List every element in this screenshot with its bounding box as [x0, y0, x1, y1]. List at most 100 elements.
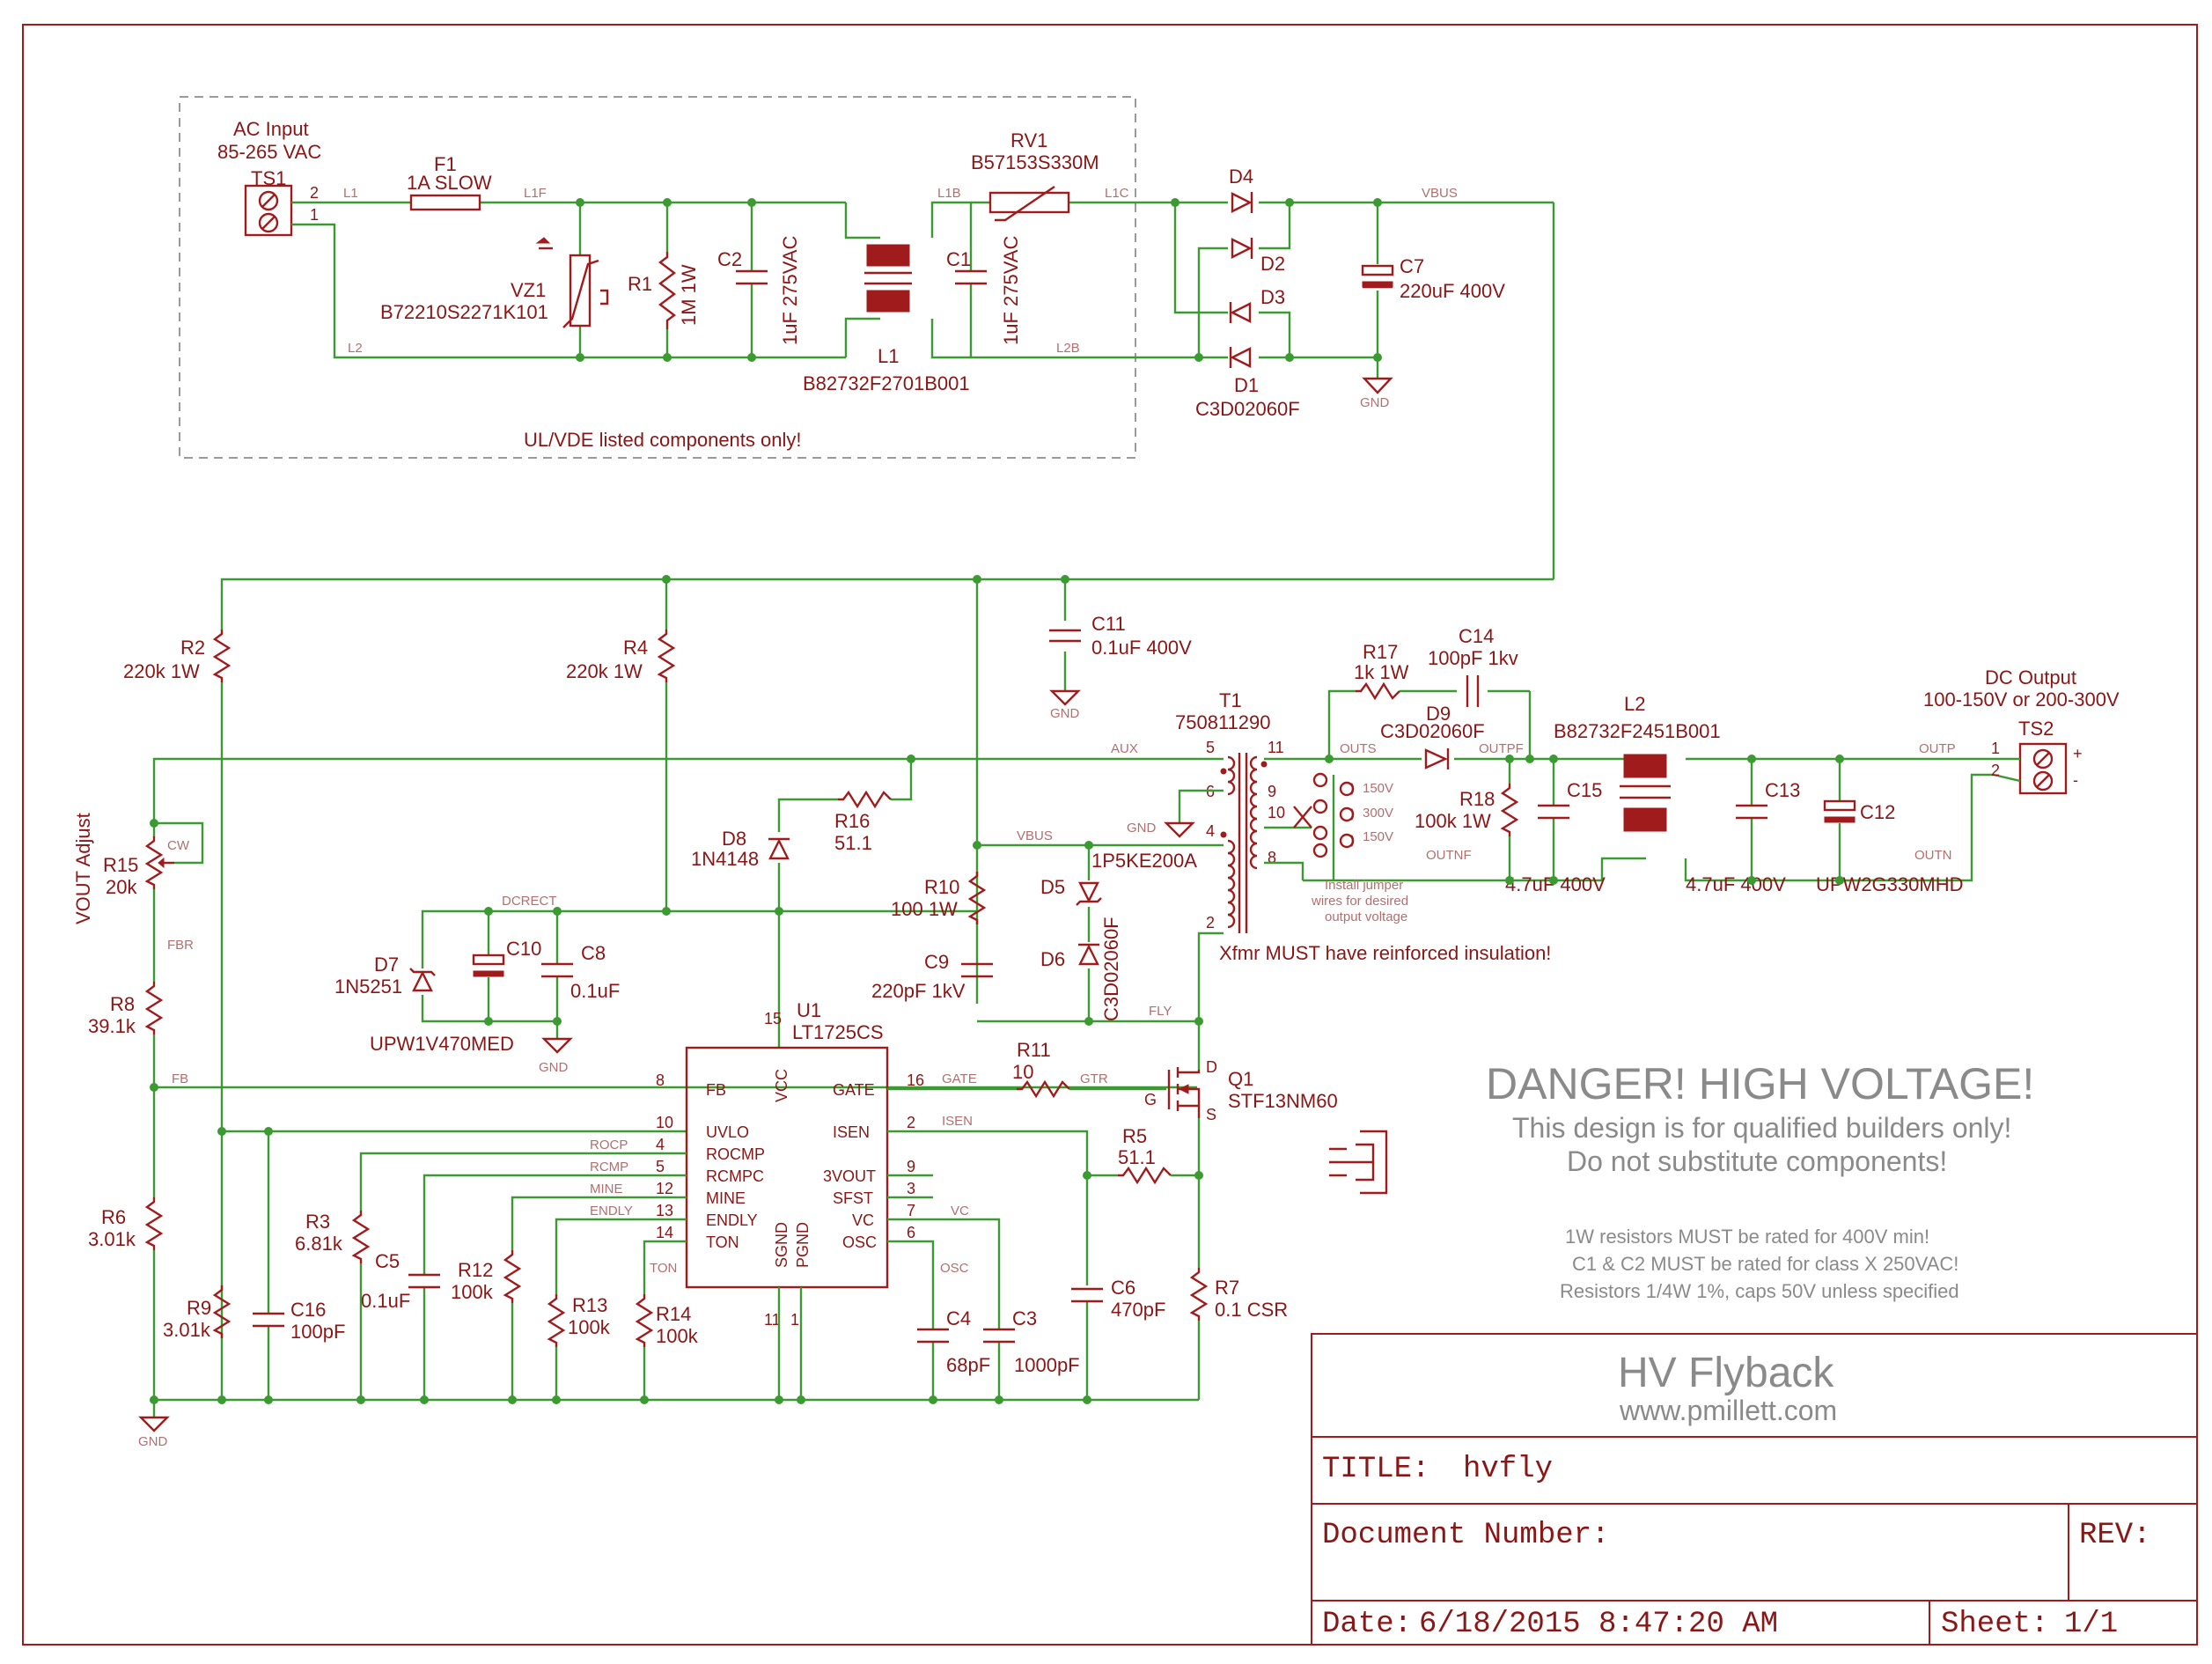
l2-choke: [1620, 754, 1671, 832]
u1-label-ton: TON: [706, 1233, 739, 1251]
r12-ref: R12: [458, 1259, 493, 1281]
date-value: 6/18/2015 8:47:20 AM: [1419, 1608, 1778, 1641]
ts2-pin1: 1: [1991, 740, 2000, 757]
junction-dot: [747, 353, 756, 362]
c13-value: 4.7uF 400V: [1686, 873, 1786, 895]
net-outs: OUTS: [1340, 741, 1377, 756]
heatsink-icon: [1329, 1130, 1388, 1195]
junction-dot: [662, 907, 671, 916]
r11-value: 10: [1012, 1061, 1033, 1083]
junction-dot: [1835, 755, 1844, 763]
net-mine: MINE: [590, 1182, 623, 1196]
junction-dot: [576, 353, 584, 362]
r11-resistor: [1017, 1079, 1070, 1099]
c16-capacitor: [253, 1312, 284, 1328]
d7-ref: D7: [374, 953, 399, 976]
junction-dot: [1083, 1395, 1091, 1404]
c6-value: 470pF: [1111, 1299, 1165, 1321]
c9-ref: C9: [924, 951, 949, 973]
junction-dot: [1549, 876, 1558, 885]
net-outnf: OUTNF: [1426, 848, 1472, 863]
r4-resistor: [657, 630, 676, 682]
xfmr-note: Xfmr MUST have reinforced insulation!: [1219, 942, 1551, 964]
junction-dot: [1373, 353, 1382, 362]
r16-ref: R16: [834, 810, 870, 832]
t1-pin2: 2: [1206, 914, 1215, 931]
net-fly: FLY: [1149, 1004, 1172, 1019]
f1-fuse: [409, 194, 481, 211]
d4-ref: D4: [1229, 166, 1253, 188]
d1-ref: D1: [1234, 374, 1259, 396]
c3-ref: C3: [1012, 1307, 1037, 1329]
net-aux: AUX: [1111, 741, 1138, 756]
r17-ref: R17: [1363, 641, 1398, 663]
junction-dot: [1084, 841, 1093, 850]
junction-dot: [1549, 755, 1558, 763]
junction-dot: [663, 353, 672, 362]
d6-value: C3D02060F: [1100, 917, 1122, 1021]
d7-zener: [409, 968, 436, 992]
junction-dot: [640, 1395, 649, 1404]
r16-resistor: [838, 790, 892, 809]
l2-ref: L2: [1624, 693, 1645, 715]
c15-ref: C15: [1567, 779, 1602, 801]
u1-label-3vout: 3VOUT: [823, 1167, 876, 1185]
u1-pin-3: 3: [907, 1180, 915, 1197]
junction-dot: [356, 1395, 365, 1404]
r2-ref: R2: [180, 637, 205, 659]
r16-value: 51.1: [834, 832, 872, 854]
c5-capacitor: [408, 1273, 440, 1289]
r3-value: 6.81k: [295, 1233, 343, 1255]
u1-ref: U1: [797, 999, 821, 1021]
c10-value: UPW1V470MED: [370, 1033, 514, 1055]
c5-value: 0.1uF: [361, 1290, 410, 1312]
rv1-value: B57153S330M: [971, 151, 1099, 173]
l2-value: B82732F2451B001: [1554, 720, 1721, 742]
c8-ref: C8: [581, 942, 606, 964]
q1-source: S: [1206, 1106, 1216, 1123]
c4-ref: C4: [946, 1307, 971, 1329]
junction-dot: [420, 1395, 429, 1404]
c16-ref: C16: [290, 1299, 326, 1321]
junction-dot: [1505, 755, 1514, 763]
sheet-value: 1/1: [2064, 1608, 2118, 1641]
junction-dot: [1325, 755, 1334, 763]
r3-ref: R3: [305, 1211, 330, 1233]
c12-capacitor: [1823, 799, 1856, 823]
u1-pin-12: 12: [656, 1180, 673, 1197]
t1-value: 750811290: [1175, 711, 1271, 733]
net-rcmp: RCMP: [590, 1160, 628, 1174]
r5-resistor: [1118, 1166, 1172, 1185]
junction-dot: [1194, 353, 1203, 362]
u1-sgnd: SGND: [773, 1222, 790, 1268]
r17-value: 1k 1W: [1354, 661, 1409, 683]
t1-ref: T1: [1219, 689, 1242, 711]
net-l2b: L2B: [1056, 341, 1080, 356]
gnd-symbol: [1049, 689, 1081, 706]
net-vbus: VBUS: [1422, 186, 1458, 201]
c14-value: 100pF 1kv: [1428, 647, 1518, 669]
junction-dot: [553, 907, 562, 916]
c10-ref: C10: [506, 938, 541, 960]
u1-ic: [685, 1046, 889, 1289]
r13-ref: R13: [572, 1294, 607, 1316]
danger-line-2: Do not substitute components!: [1567, 1145, 1947, 1177]
net-outn: OUTN: [1914, 848, 1952, 863]
u1-pin-14: 14: [656, 1224, 673, 1241]
rv1-ref: RV1: [1010, 129, 1047, 151]
u1-pin-13: 13: [656, 1202, 673, 1219]
r15-ref: R15: [103, 854, 138, 876]
r6-ref: R6: [101, 1206, 126, 1228]
vz1-value: B72210S2271K101: [380, 301, 548, 323]
r18-value: 100k 1W: [1415, 810, 1491, 832]
r15-potentiometer: [144, 836, 164, 889]
ts2-pin2: 2: [1991, 762, 2000, 779]
jumper-pads: [1293, 772, 1355, 858]
ts2-value: DC Output: [1985, 666, 2076, 688]
r11-ref: R11: [1017, 1039, 1051, 1061]
c11-ref: C11: [1091, 613, 1126, 635]
u1-pin-5: 5: [656, 1158, 665, 1175]
l1-ref: L1: [878, 345, 899, 367]
ts1-ref: TS1: [251, 167, 286, 189]
r12-resistor: [503, 1250, 522, 1303]
